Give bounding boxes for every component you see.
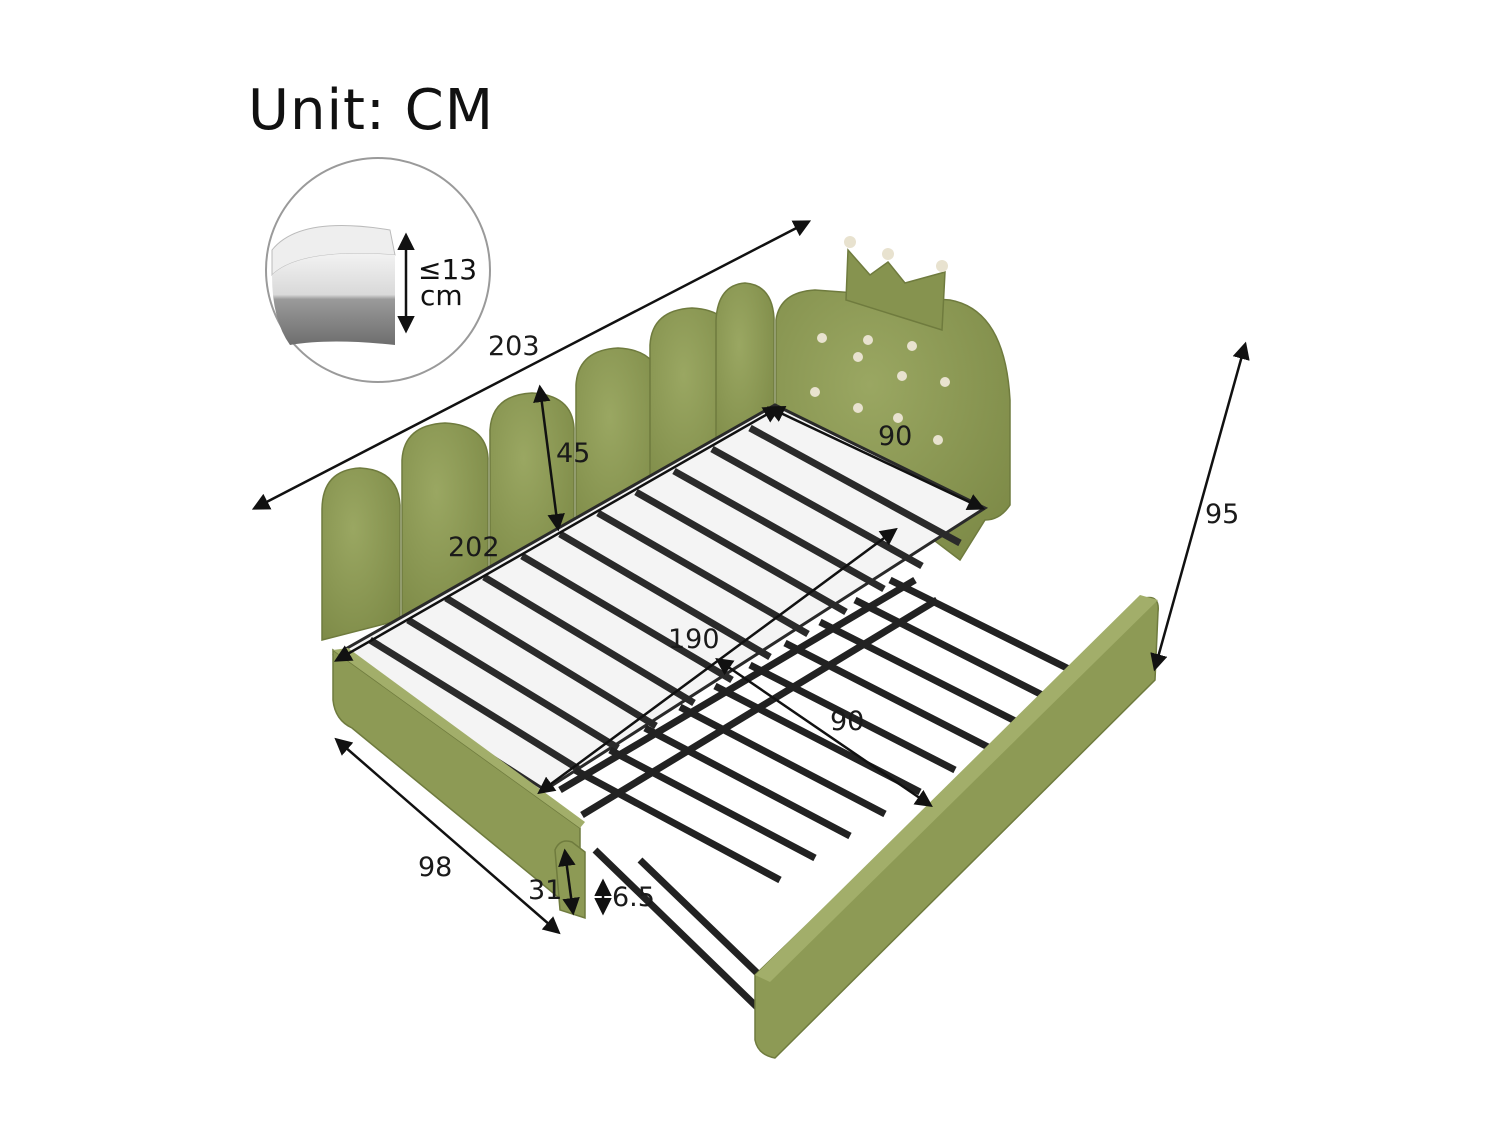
mattress-body bbox=[272, 253, 395, 345]
crown-topper bbox=[845, 248, 946, 332]
dim-label-90-top: 90 bbox=[878, 421, 912, 452]
mattress-thickness-unit: cm bbox=[420, 279, 463, 312]
dim-arrow-98 bbox=[334, 737, 561, 935]
dim-arrow-95 bbox=[1150, 341, 1250, 672]
dim-label-98: 98 bbox=[418, 852, 452, 883]
dimension-lines bbox=[251, 220, 1250, 935]
crown-bead bbox=[882, 248, 894, 260]
mattress-inset: ≤13 cm bbox=[265, 157, 491, 383]
dim-label-202: 202 bbox=[448, 532, 500, 563]
trundle-front-top bbox=[755, 595, 1158, 982]
crown-bead bbox=[844, 236, 856, 248]
unit-title: Unit: CM bbox=[248, 78, 495, 143]
dim-arrow-90-top bbox=[766, 406, 986, 510]
dim-label-6-5: 6.5 bbox=[612, 882, 655, 913]
dim-arrow-31 bbox=[558, 848, 580, 916]
side-panel bbox=[321, 467, 401, 641]
trundle-front-face bbox=[754, 596, 1159, 1059]
dimension-labels: 203 45 202 90 95 190 90 98 31 6.5 bbox=[418, 331, 1239, 913]
dim-label-31: 31 bbox=[528, 875, 562, 906]
trundle-front-panel bbox=[754, 595, 1159, 1059]
dim-label-203: 203 bbox=[488, 331, 540, 362]
dim-label-95: 95 bbox=[1205, 499, 1239, 530]
dim-label-190: 190 bbox=[668, 624, 720, 655]
crown-bead bbox=[936, 260, 948, 272]
dim-label-90-trundle: 90 bbox=[830, 706, 864, 737]
dim-label-45: 45 bbox=[556, 438, 590, 469]
dim-arrow-90-trundle bbox=[715, 658, 933, 807]
